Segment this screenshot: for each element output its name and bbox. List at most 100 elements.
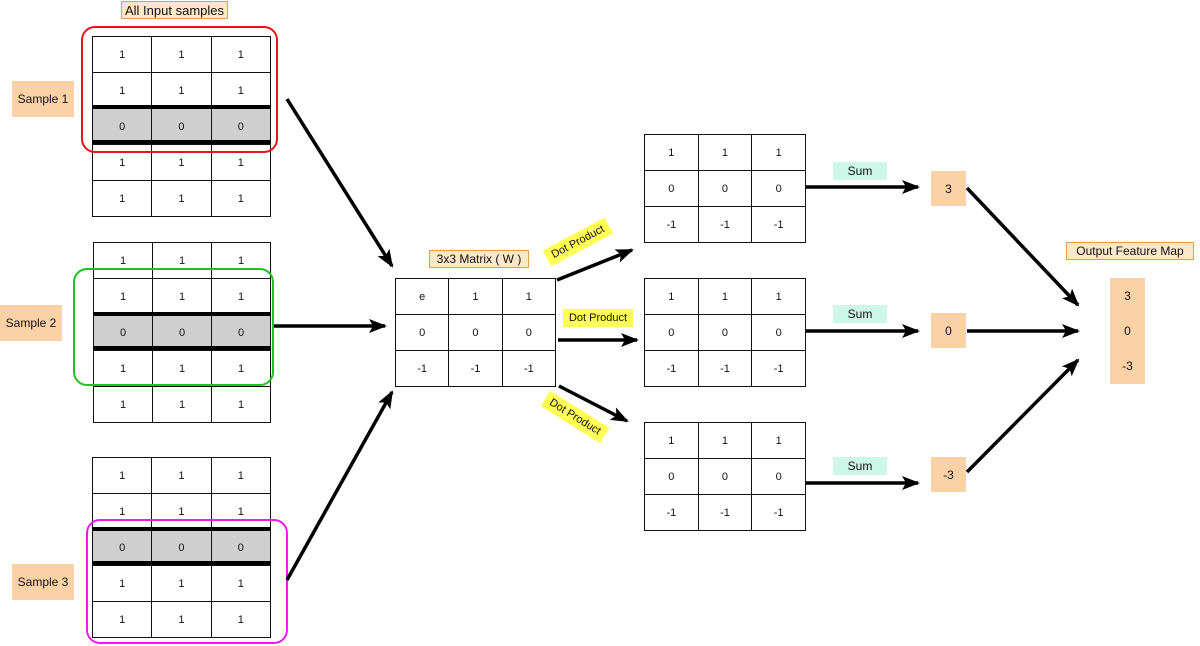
grid-row: 0 0 0 — [91, 529, 272, 566]
thick-divider — [92, 140, 271, 144]
arrow — [558, 384, 629, 423]
grid-cell: -1 — [501, 350, 557, 387]
output-feature-map-label: Output Feature Map — [1066, 242, 1194, 260]
grid-cell: 0 — [751, 170, 806, 207]
grid-row: 0 0 0 — [394, 314, 557, 351]
grid-row: 1 1 1 — [91, 601, 272, 638]
grid-row: 1 1 1 — [91, 72, 272, 109]
grid-cell: -1 — [697, 206, 753, 243]
product-matrix-2: 1 1 1 0 0 0 -1 -1 -1 — [644, 278, 806, 387]
grid-row: 1 1 1 — [91, 493, 272, 530]
grid-cell: 0 — [91, 529, 153, 566]
grid-cell: 0 — [210, 108, 272, 145]
grid-row: 1 1 1 — [91, 457, 272, 494]
grid-cell: 1 — [751, 422, 806, 459]
grid-cell: 1 — [448, 278, 503, 315]
grid-cell: -1 — [394, 350, 450, 387]
input-samples-title: All Input samples — [121, 1, 228, 19]
grid-cell: -1 — [697, 494, 753, 531]
grid-row: 1 1 1 — [644, 422, 806, 459]
sum-label-2: Sum — [833, 305, 887, 323]
grid-cell: -1 — [751, 494, 806, 531]
grid-row: -1 -1 -1 — [644, 350, 806, 387]
thick-divider — [93, 346, 271, 350]
grid-cell: e — [394, 278, 450, 315]
thick-divider — [93, 312, 271, 316]
grid-cell: 1 — [751, 134, 806, 171]
grid-cell: 0 — [93, 314, 153, 351]
dot-product-label-2: Dot Product — [563, 309, 633, 327]
sample-3-highlight — [86, 519, 288, 644]
grid-cell: 1 — [93, 386, 153, 423]
grid-row: 0 0 0 — [93, 314, 271, 351]
grid-cell: 1 — [210, 493, 272, 530]
grid-row: 0 0 0 — [91, 108, 272, 145]
grid-row: 1 1 1 — [91, 36, 272, 73]
grid-cell: 1 — [210, 180, 272, 217]
grid-cell: 1 — [91, 180, 153, 217]
grid-cell: 1 — [210, 36, 272, 73]
grid-row: -1 -1 -1 — [394, 350, 557, 387]
thick-divider — [92, 561, 271, 565]
grid-cell: 1 — [211, 386, 271, 423]
grid-cell: 0 — [751, 314, 806, 351]
grid-cell: 1 — [697, 422, 753, 459]
grid-cell: 1 — [91, 36, 153, 73]
weight-matrix: e 1 1 0 0 0 -1 -1 -1 — [394, 278, 557, 387]
grid-row: 1 1 1 — [93, 350, 271, 387]
grid-cell: 1 — [210, 565, 272, 602]
arrow — [556, 248, 634, 282]
grid-row: 1 1 1 — [91, 144, 272, 181]
output-value: 3 — [1124, 288, 1131, 303]
grid-cell: 0 — [151, 529, 212, 566]
sum-result-2: 0 — [931, 313, 966, 348]
product-matrix-1: 1 1 1 0 0 0 -1 -1 -1 — [644, 134, 806, 243]
grid-cell: 1 — [210, 457, 272, 494]
grid-cell: 0 — [501, 314, 557, 351]
product-matrix-3: 1 1 1 0 0 0 -1 -1 -1 — [644, 422, 806, 531]
grid-row: -1 -1 -1 — [644, 206, 806, 243]
grid-row: e 1 1 — [394, 278, 557, 315]
grid-cell: 1 — [152, 278, 212, 315]
grid-cell: 1 — [152, 386, 212, 423]
grid-row: 1 1 1 — [644, 134, 806, 171]
grid-row: 1 1 1 — [93, 386, 271, 423]
sum-label-3: Sum — [833, 457, 887, 475]
output-feature-map: 3 0 -3 — [1110, 278, 1145, 384]
grid-cell: 0 — [644, 170, 699, 207]
grid-row: 1 1 1 — [91, 180, 272, 217]
grid-cell: 1 — [211, 278, 271, 315]
grid-cell: 0 — [697, 458, 753, 495]
sample-1-highlight — [81, 26, 278, 153]
grid-cell: 0 — [644, 314, 699, 351]
grid-cell: 0 — [151, 108, 212, 145]
grid-cell: 1 — [93, 350, 153, 387]
grid-cell: -1 — [751, 350, 806, 387]
sample-3-grid: 1 1 1 1 1 1 0 0 0 1 1 1 1 1 1 — [91, 457, 272, 638]
sample-1-grid: 1 1 1 1 1 1 0 0 0 1 1 1 1 1 1 — [91, 36, 272, 217]
arrow — [965, 358, 1080, 474]
arrow — [285, 98, 394, 268]
output-value: 0 — [1124, 323, 1131, 338]
grid-cell: 1 — [210, 601, 272, 638]
grid-cell: 0 — [211, 314, 271, 351]
sample-2-highlight — [73, 268, 274, 386]
arrow — [965, 186, 1080, 307]
sample-1-label: Sample 1 — [12, 81, 74, 117]
grid-cell: 0 — [152, 314, 212, 351]
arrow — [285, 390, 394, 581]
output-value: -3 — [1122, 358, 1133, 373]
grid-row: -1 -1 -1 — [644, 494, 806, 531]
grid-cell: 1 — [91, 565, 153, 602]
grid-cell: -1 — [644, 494, 699, 531]
grid-row: 0 0 0 — [644, 314, 806, 351]
thick-divider — [92, 105, 271, 109]
grid-cell: 0 — [751, 458, 806, 495]
grid-cell: 1 — [91, 601, 153, 638]
weight-matrix-label: 3x3 Matrix ( W ) — [429, 250, 529, 268]
grid-cell: 1 — [93, 278, 153, 315]
grid-row: 1 1 1 — [91, 565, 272, 602]
sample-3-label: Sample 3 — [12, 564, 74, 600]
